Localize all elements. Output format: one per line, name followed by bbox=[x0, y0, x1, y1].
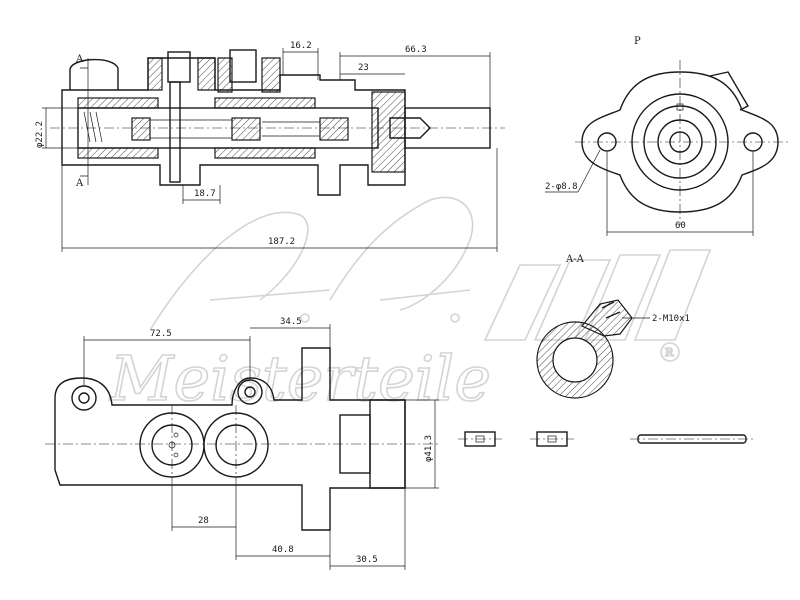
section-a-upper: A bbox=[75, 54, 84, 65]
dim-phi-41-3: φ41.3 bbox=[424, 435, 434, 462]
section-view: A A 16.2 66.3 23 φ22.2 18.7 187.2 bbox=[35, 41, 505, 252]
dim-60: 60 bbox=[675, 221, 686, 231]
dim-23: 23 bbox=[358, 63, 369, 73]
dim-phi-22-2: φ22.2 bbox=[35, 121, 45, 148]
dim-187-2: 187.2 bbox=[268, 237, 295, 247]
dim-30-5: 30.5 bbox=[356, 555, 378, 565]
dim-28: 28 bbox=[198, 516, 209, 526]
dim-2-phi-8-8: 2-φ8.8 bbox=[545, 182, 578, 192]
section-a-lower: A bbox=[75, 178, 84, 189]
dim-72-5: 72.5 bbox=[150, 329, 172, 339]
dim-16-2: 16.2 bbox=[290, 41, 312, 51]
watermark: Meisterteile R bbox=[108, 196, 712, 416]
dim-66-3: 66.3 bbox=[405, 45, 427, 55]
small-parts bbox=[458, 431, 754, 447]
view-p: P 2-φ8.8 60 bbox=[545, 36, 790, 236]
dim-18-7: 18.7 bbox=[194, 189, 216, 199]
top-view: 72.5 34.5 φ41.3 28 40.8 30.5 bbox=[45, 317, 440, 570]
view-a-a: A-A 2-M10x1 bbox=[536, 254, 690, 399]
dim-34-5: 34.5 bbox=[280, 317, 302, 327]
dim-2-m10x1: 2-M10x1 bbox=[652, 314, 690, 324]
view-aa-label: A-A bbox=[565, 254, 585, 265]
watermark-registered: R bbox=[665, 346, 674, 359]
view-p-label: P bbox=[634, 36, 641, 47]
dim-40-8: 40.8 bbox=[272, 545, 294, 555]
watermark-brand: Meisterteile bbox=[109, 342, 491, 415]
